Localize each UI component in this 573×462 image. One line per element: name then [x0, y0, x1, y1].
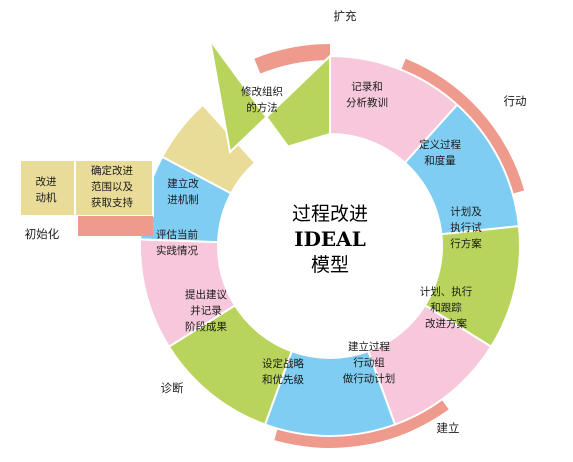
segment-label-plan-line2: 执行试	[450, 221, 482, 234]
center-title-line2: IDEAL	[294, 227, 366, 251]
init-box-motivate	[19, 159, 76, 217]
segment-label-motivate-line2: 动机	[36, 191, 57, 204]
ring-segments	[139, 54, 521, 438]
segment-label-sponsor-line1: 建立改	[167, 177, 199, 190]
segment-label-record-line2: 分析教训	[346, 96, 388, 109]
segment-label-record-line1: 记录和	[351, 81, 383, 93]
phase-label-expand: 扩充	[334, 9, 357, 23]
cycle-arrow	[209, 39, 331, 155]
segment-labels: 修改组织的方法记录和分析教训定义过程和度量计划及执行试行方案计划、执行和跟踪改进…	[36, 81, 483, 386]
center-title-line1: 过程改进	[292, 203, 368, 225]
segment-label-scope-line3: 获取支持	[91, 196, 133, 209]
segment-label-planexec-line3: 改进方案	[425, 317, 467, 330]
phase-arc-expand	[254, 44, 330, 74]
segment-label-define-line1: 定义过程	[419, 138, 461, 151]
phase-label-act: 行动	[504, 94, 527, 108]
segment-label-findings-line3: 阶段成果	[185, 320, 227, 333]
segment-label-scope-line1: 确定改进	[91, 164, 133, 177]
segment-label-planexec-line1: 计划、执行	[420, 285, 473, 298]
initiating-bar	[19, 159, 154, 236]
segment-label-findings-line1: 提出建议	[185, 288, 227, 301]
segment-label-plan-line1: 计划及	[450, 205, 482, 218]
segment-label-findings-line2: 并记录	[190, 304, 222, 317]
phase-arc-act	[399, 58, 525, 195]
phase-bar-init	[78, 216, 153, 236]
segment-label-sponsor-line2: 进机制	[167, 193, 199, 206]
segment-label-fix-line2: 的方法	[246, 101, 278, 114]
segment-label-strategy-line2: 和优先级	[262, 373, 304, 386]
segment-label-define-line2: 和度量	[424, 154, 456, 167]
phase-label-diagnose: 诊断	[161, 381, 184, 395]
phase-label-init: 初始化	[25, 227, 60, 241]
segment-label-fix-line1: 修改组织	[241, 85, 283, 98]
segment-fix	[209, 39, 331, 155]
phase-label-build: 建立	[437, 421, 460, 435]
segment-label-team-line2: 行动组	[353, 356, 385, 369]
segment-label-team-line3: 做行动计划	[343, 372, 396, 385]
segment-label-planexec-line2: 和跟踪	[430, 301, 462, 314]
segment-label-team-line1: 建立过程	[348, 340, 390, 353]
segment-label-scope-line2: 范围以及	[91, 180, 133, 193]
segment-label-assess-line2: 实践情况	[156, 244, 198, 257]
segment-label-plan-line3: 行方案	[450, 237, 482, 250]
center-title-line3: 模型	[311, 254, 349, 276]
segment-label-motivate-line1: 改进	[36, 175, 57, 188]
segment-label-assess-line1: 评估当前	[156, 228, 198, 241]
segment-label-strategy-line1: 设定战略	[262, 357, 304, 370]
init-box-scope	[74, 159, 154, 217]
